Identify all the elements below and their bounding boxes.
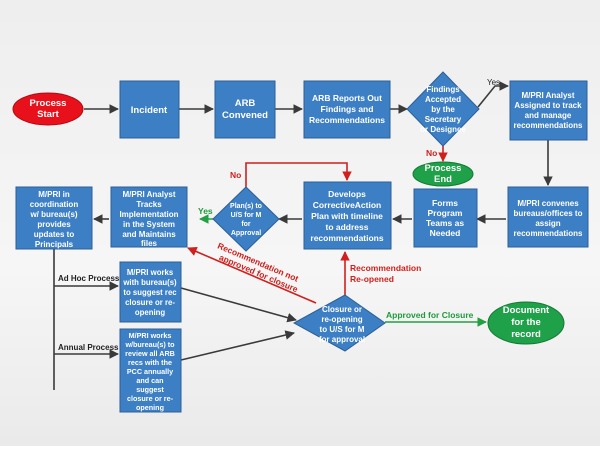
arrow-annual-closure <box>180 330 295 361</box>
label-no-end: No <box>426 148 437 158</box>
label-no-plan: No <box>230 170 241 180</box>
arrow-not-approved <box>187 247 317 304</box>
arrow-works-closure <box>180 287 297 323</box>
label-ad-hoc: Ad Hoc Process <box>58 274 120 283</box>
arrow-findings-yes <box>477 81 509 108</box>
svg-text:Incident: Incident <box>131 105 168 116</box>
label-approved-closure: Approved for Closure <box>386 310 474 320</box>
label-yes-top: Yes <box>487 78 500 87</box>
arrow-approval-no <box>245 162 352 187</box>
incident-node: Incident <box>119 80 180 139</box>
label-annual: Annual Process <box>58 343 119 352</box>
label-yes-plan: Yes <box>198 206 213 216</box>
label-rec-not-approved: Recommendation notapproved for closure <box>212 241 303 295</box>
